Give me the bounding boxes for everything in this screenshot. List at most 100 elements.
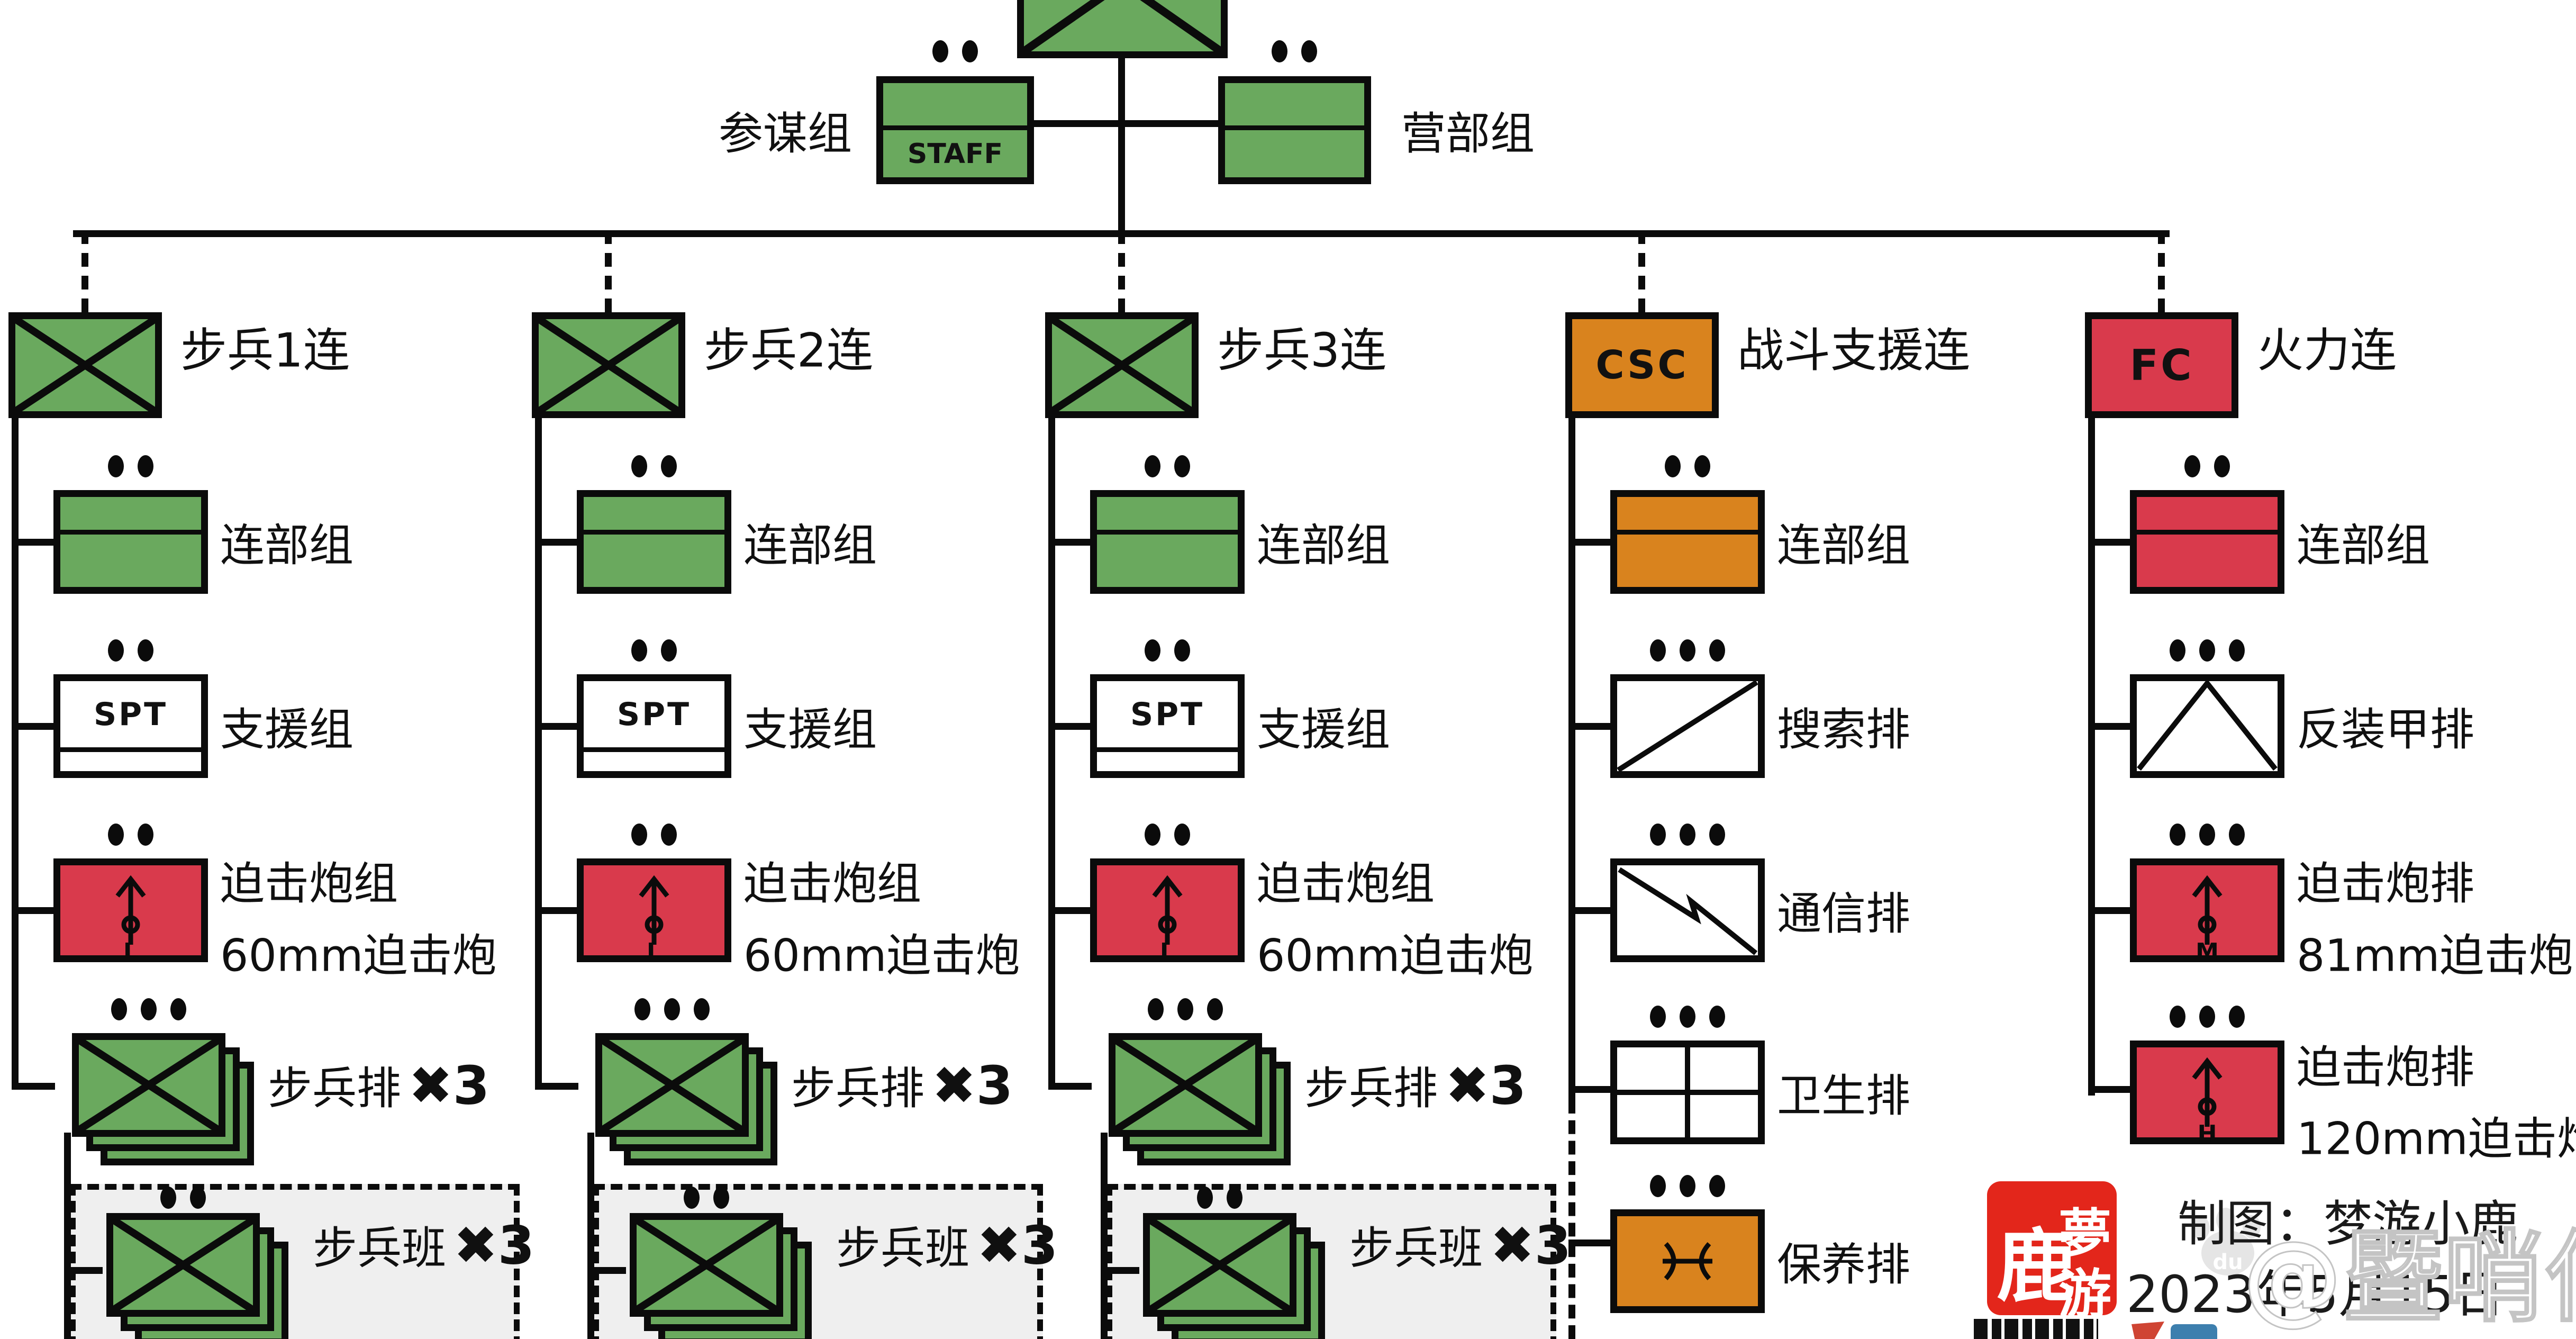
- col4-r4-dots: [1650, 1006, 1725, 1028]
- col1-platoon-box: [72, 1033, 225, 1137]
- mortar-weight-letter: L: [1159, 938, 1175, 965]
- col1-platoon-label: 步兵排✖3: [268, 1054, 490, 1117]
- company-box-csc: CSC: [1565, 312, 1719, 418]
- branch-drop-3: [1118, 230, 1125, 312]
- dot-icon: [1272, 40, 1287, 62]
- col2-squad-label: 步兵班✖3: [836, 1214, 1058, 1277]
- col3-squad-dots: [1197, 1187, 1242, 1209]
- col1-tick-r4: [12, 1083, 55, 1090]
- username-watermark: @暨哨付: [2242, 1219, 2576, 1337]
- col2-tick-r1: [535, 539, 578, 546]
- col2-platoon-subtrunk: [587, 1133, 594, 1339]
- staff-code: STAFF: [907, 138, 1003, 170]
- hq-label-text: 营部组: [1401, 107, 1535, 160]
- mortar-icon: [1152, 875, 1183, 945]
- col3-r1-dots: [1145, 455, 1190, 477]
- col3-tick-r1: [1048, 539, 1092, 546]
- col3-platoon-box: [1109, 1033, 1262, 1137]
- col3-tick-r4: [1048, 1083, 1092, 1090]
- col2-support-group-box: SPT: [577, 674, 731, 778]
- company-name-text: 步兵1连: [180, 323, 350, 378]
- col3-r3-dots: [1145, 824, 1190, 846]
- col4-r1-dots: [1665, 455, 1710, 477]
- col5-tick-r4: [2088, 1086, 2131, 1093]
- col1-tick-r2: [12, 723, 55, 730]
- col4-tick-r1: [1568, 539, 1612, 546]
- company-label-csc: 战斗支援连: [1737, 323, 1971, 378]
- col5-r4-dots: [2170, 1006, 2245, 1028]
- col3-platoon-subtrunk: [1101, 1133, 1108, 1339]
- col3-r2-dots: [1145, 639, 1190, 662]
- col1-hq-group-box: [53, 490, 208, 594]
- col1-r4-dots: [111, 998, 186, 1020]
- company-box-infantry-1: [8, 312, 162, 418]
- infantry-x-icon: [79, 1040, 219, 1130]
- mortar-weight-letter: H: [2197, 1120, 2217, 1147]
- mortar-weight-letter: M: [2196, 938, 2219, 965]
- col1-squad-dots: [160, 1187, 206, 1209]
- col1-support-group-box: SPT: [53, 674, 208, 778]
- col3-tick-r2: [1048, 723, 1092, 730]
- staff-group-label-text: 参谋组: [718, 107, 852, 160]
- support-code: SPT: [1130, 695, 1205, 733]
- col2-tick-r3: [535, 907, 578, 914]
- col3-tick-r3: [1048, 907, 1092, 914]
- col2-r2-dots: [631, 639, 677, 662]
- baidu-paw-icon: du: [2185, 1201, 2270, 1286]
- col3-support-group-label: 支援组: [1257, 703, 1391, 756]
- credit-line: 制图：梦游小鹿: [2178, 1196, 2519, 1252]
- logo-blue-partial: [2171, 1324, 2217, 1339]
- col3-mortar-sublabel: 60mm迫击炮: [1257, 929, 1534, 982]
- col5-mortar120-label: 迫击炮排: [2297, 1041, 2475, 1093]
- support-code: SPT: [616, 695, 692, 733]
- col1-tick-r1: [12, 539, 55, 546]
- infantry-x-icon: [1115, 1040, 1255, 1130]
- col5-antiarmor-platoon-box: [2130, 674, 2284, 778]
- col1-tick-r3: [12, 907, 55, 914]
- col4-trunk: [1568, 418, 1575, 1100]
- col4-r2-dots: [1650, 639, 1725, 662]
- col2-tick-r4: [535, 1083, 578, 1090]
- col2-r1-dots: [631, 455, 677, 477]
- seal-char-right-top: 夢: [2058, 1202, 2111, 1265]
- col4-maintenance-platoon-label: 保养排: [1777, 1238, 1911, 1291]
- col5-mortar120-sublabel: 120mm迫击炮: [2297, 1112, 2576, 1165]
- fc-code: FC: [2129, 340, 2194, 390]
- hq-bar-icon: [1225, 125, 1364, 130]
- col4-maintenance-platoon-box: [1610, 1209, 1765, 1313]
- col3-squad-box: [1143, 1213, 1296, 1317]
- col1-squad-label: 步兵班✖3: [313, 1214, 535, 1277]
- support-bar-icon: [60, 747, 201, 752]
- maintenance-icon: [1663, 1242, 1712, 1281]
- col2-support-group-label: 支援组: [743, 703, 877, 756]
- col5-mortar81-label: 迫击炮排: [2297, 857, 2475, 910]
- col4-signal-platoon-box: [1610, 858, 1765, 962]
- col5-hq-group-box: [2130, 490, 2284, 594]
- staff-cross-line: [1034, 120, 1218, 127]
- col1-mortar-sublabel: 60mm迫击炮: [220, 929, 497, 982]
- col3-trunk: [1048, 418, 1055, 1089]
- col4-recon-platoon-box: [1610, 674, 1765, 778]
- col4-signal-platoon-label: 通信排: [1777, 888, 1911, 940]
- col1-mortar-label: 迫击炮组: [220, 857, 398, 910]
- col2-platoon-label: 步兵排✖3: [791, 1054, 1013, 1117]
- staff-group-label: 参谋组: [667, 98, 852, 162]
- col5-tick-r3: [2088, 907, 2131, 914]
- medical-cross-icon: [1617, 1047, 1758, 1137]
- col2-hq-group-label: 连部组: [743, 519, 877, 572]
- csc-code: CSC: [1595, 342, 1689, 388]
- hq-bar-icon: [60, 530, 201, 535]
- infantry-x-icon: [113, 1220, 253, 1310]
- col1-platoon-subtrunk: [64, 1133, 71, 1339]
- col5-mortar81-box: M: [2130, 858, 2284, 965]
- mortar-icon: [2192, 875, 2223, 945]
- infantry-x-icon: [539, 319, 678, 411]
- staff-echelon-dots: [932, 40, 978, 62]
- recon-diagonal-icon: [1617, 681, 1758, 771]
- branch-drop-5: [2158, 230, 2165, 312]
- branch-drop-2: [605, 230, 612, 312]
- mortar-icon: [639, 875, 669, 945]
- dot-icon: [932, 40, 948, 62]
- col5-mortar81-sublabel: 81mm迫击炮: [2297, 929, 2573, 982]
